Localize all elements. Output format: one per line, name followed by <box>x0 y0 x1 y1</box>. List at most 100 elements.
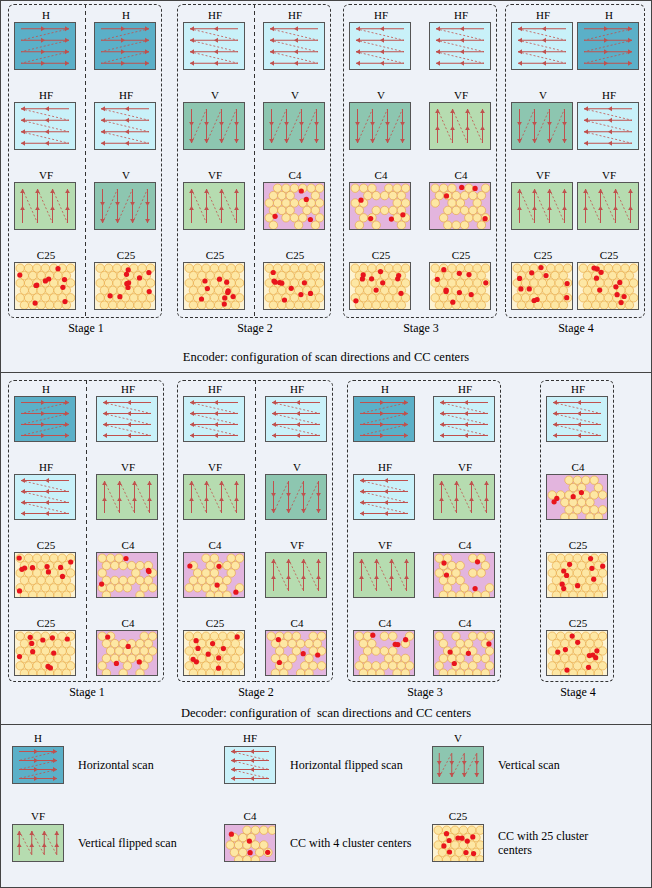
cluster-point <box>385 264 393 272</box>
scan-return <box>440 425 488 436</box>
cluster-point <box>50 647 58 655</box>
scan-return <box>103 403 151 414</box>
cluster-point <box>435 554 443 562</box>
arrow-head <box>389 575 394 579</box>
cluster-point <box>521 294 529 302</box>
scan-tile: H <box>353 396 415 442</box>
arrow-head <box>380 38 384 43</box>
cluster-point <box>590 476 598 484</box>
scan-return <box>120 481 135 513</box>
tile-ground <box>433 825 483 861</box>
tile-pattern <box>350 263 410 309</box>
cluster-point <box>380 647 388 655</box>
cluster-center <box>396 273 401 278</box>
cluster-point <box>573 506 581 514</box>
cluster-center <box>466 651 471 656</box>
scan-return <box>388 109 403 143</box>
cluster-point <box>435 301 443 309</box>
cluster-point <box>140 632 148 640</box>
legend-swatch <box>224 824 276 862</box>
tile-ground <box>264 103 324 149</box>
tile-ground <box>350 183 410 229</box>
cluster-point <box>100 271 108 279</box>
cluster-point <box>58 584 66 592</box>
cluster-point <box>444 286 452 294</box>
cluster-point <box>476 856 483 861</box>
scan-tile: C4 <box>263 182 325 230</box>
scan-tile: HF <box>265 396 327 442</box>
arrow-head <box>296 411 300 416</box>
tile-label: VF <box>172 461 258 474</box>
scan-return <box>584 132 632 144</box>
cluster-point <box>372 191 380 199</box>
tile-ground <box>434 631 494 675</box>
tile-ground <box>433 747 483 783</box>
cluster-point <box>468 856 476 861</box>
tile-ground <box>15 263 75 309</box>
cluster-center <box>224 280 229 285</box>
cluster-point <box>16 632 24 640</box>
legend-swatch <box>12 746 64 784</box>
arrow-head <box>272 433 276 438</box>
cluster-point <box>24 264 32 272</box>
cluster-center <box>389 217 394 222</box>
scan-return <box>601 189 616 223</box>
tile-label: V <box>83 169 169 182</box>
cluster-point <box>592 301 600 309</box>
cluster-point <box>448 279 456 287</box>
cluster-point <box>214 561 222 569</box>
cluster-center <box>595 266 600 271</box>
tile-ground <box>266 631 326 675</box>
arrow-head <box>608 106 612 111</box>
cluster-center <box>19 567 24 572</box>
scan-tile: V <box>263 102 325 150</box>
tile-label: V <box>172 89 258 102</box>
tile-ground <box>512 263 572 309</box>
cluster-point <box>569 591 577 597</box>
arrow-head <box>604 38 608 43</box>
cluster-point <box>583 301 591 309</box>
cluster-point <box>202 584 210 592</box>
tile-label: VF <box>172 169 258 182</box>
cluster-center <box>441 267 446 272</box>
cluster-point <box>477 221 485 229</box>
cluster-point <box>573 476 581 484</box>
tile-pattern <box>264 263 324 309</box>
cluster-center <box>448 649 453 654</box>
cluster-point <box>290 264 298 272</box>
cluster-point <box>16 294 24 302</box>
cluster-center <box>353 298 358 303</box>
tile-ground <box>430 183 490 229</box>
cluster-point <box>54 271 62 279</box>
cluster-point <box>380 632 388 640</box>
arrow-head <box>480 109 485 113</box>
tile-ground <box>15 23 75 69</box>
legend-text: CC with 4 cluster centers <box>290 824 416 862</box>
cluster-point <box>119 669 127 675</box>
cluster-point <box>127 576 135 584</box>
scan-return <box>272 109 287 143</box>
arrow-head <box>380 26 384 31</box>
tile-pattern <box>13 747 63 783</box>
tile-label: H <box>342 383 428 396</box>
cluster-point <box>41 647 49 655</box>
cluster-point <box>444 271 452 279</box>
tile-label: HF <box>83 89 169 102</box>
cluster-point <box>594 483 602 491</box>
cluster-point <box>210 569 218 577</box>
cluster-center <box>46 569 51 574</box>
cluster-point <box>573 662 581 670</box>
cluster-point <box>102 654 110 662</box>
cluster-point <box>456 669 464 675</box>
cluster-point <box>598 662 606 670</box>
tile-ground <box>264 183 324 229</box>
cluster-center <box>147 289 152 294</box>
cluster-point <box>104 294 112 302</box>
arrow-head <box>45 129 49 134</box>
tile-label: VF <box>342 539 428 552</box>
cluster-point <box>476 826 483 834</box>
cluster-point <box>189 301 197 309</box>
arrow-head <box>127 433 131 438</box>
arrow-head <box>65 189 70 193</box>
cluster-point <box>106 647 114 655</box>
